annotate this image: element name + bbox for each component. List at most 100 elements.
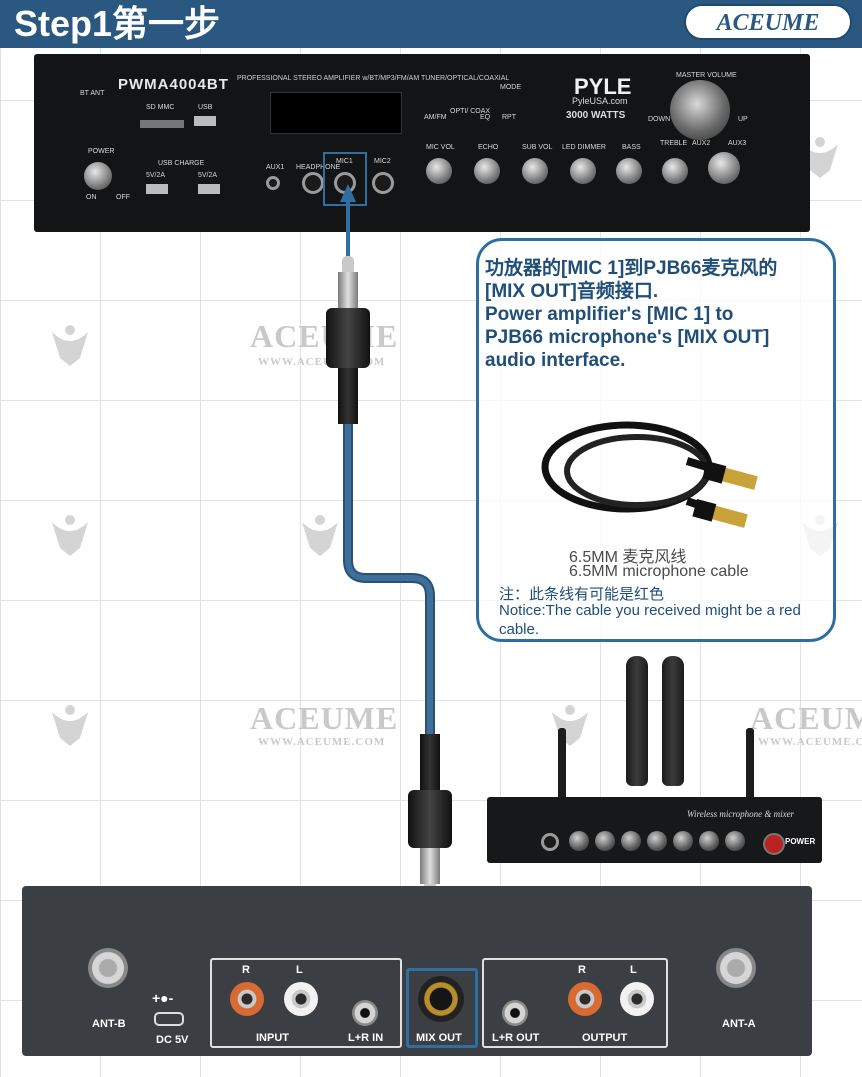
label-sd-mmc: SD MMC bbox=[146, 104, 175, 111]
mixer-knob-music-vol[interactable] bbox=[725, 831, 745, 851]
headphone-jack[interactable] bbox=[302, 172, 324, 194]
label-echo: ECHO bbox=[478, 144, 499, 151]
lr-in-jack[interactable] bbox=[352, 1000, 378, 1026]
label-mix-out: MIX OUT bbox=[416, 1032, 462, 1044]
output-r-jack[interactable] bbox=[568, 982, 602, 1016]
wireless-mic-1 bbox=[626, 656, 648, 786]
input-select-knob[interactable] bbox=[708, 152, 740, 184]
echo-knob[interactable] bbox=[474, 158, 500, 184]
ant-a-connector bbox=[716, 948, 756, 988]
label-output-l: L bbox=[630, 964, 637, 976]
mixer-knob-a[interactable] bbox=[595, 831, 615, 851]
dc-polarity-icon: +●- bbox=[152, 990, 174, 1006]
amplifier-model: PWMA4004BT bbox=[118, 76, 229, 93]
label-mic1: MIC1 bbox=[336, 158, 353, 165]
treble-knob[interactable] bbox=[662, 158, 688, 184]
master-volume-knob[interactable] bbox=[670, 80, 730, 140]
aux1-jack[interactable] bbox=[266, 176, 280, 190]
lr-out-jack[interactable] bbox=[502, 1000, 528, 1026]
callout-line-3: Power amplifier's [MIC 1] to bbox=[485, 304, 734, 325]
watermark-logo-icon bbox=[802, 137, 838, 178]
sd-slot bbox=[140, 120, 184, 128]
mic-vol-knob[interactable] bbox=[426, 158, 452, 184]
label-ant-a: ANT-A bbox=[722, 1018, 756, 1030]
mixer-knob-echo[interactable] bbox=[699, 831, 719, 851]
amplifier-subtitle: PROFESSIONAL STEREO AMPLIFIER w/BT/MP3/F… bbox=[237, 75, 510, 82]
label-rpt: RPT bbox=[502, 114, 516, 121]
label-up: UP bbox=[738, 116, 748, 123]
label-mic2: MIC2 bbox=[374, 158, 391, 165]
led-dimmer-knob[interactable] bbox=[570, 158, 596, 184]
callout-line-4: PJB66 microphone's [MIX OUT] bbox=[485, 327, 770, 348]
label-usb-5v-2: 5V/2A bbox=[198, 172, 218, 179]
callout-line-1: 功放器的[MIC 1]到PJB66麦克风的 bbox=[485, 258, 778, 279]
amplifier-brand: PYLE bbox=[574, 74, 632, 99]
mixer-knob-bass[interactable] bbox=[673, 831, 693, 851]
mix-out-section bbox=[406, 968, 478, 1048]
step-title: Step1第一步 bbox=[14, 3, 221, 44]
label-am-fm: AM/FM bbox=[424, 114, 447, 121]
ant-b-connector bbox=[88, 948, 128, 988]
label-aux1: AUX1 bbox=[266, 164, 285, 171]
cable-label-cn: 6.5MM 麦克风线 bbox=[569, 549, 687, 566]
output-l-jack[interactable] bbox=[620, 982, 654, 1016]
label-master-volume: MASTER VOLUME bbox=[676, 72, 737, 79]
callout-line-5: audio interface. bbox=[485, 350, 626, 371]
mixer-antenna-left bbox=[558, 728, 566, 800]
input-l-jack[interactable] bbox=[284, 982, 318, 1016]
receiver-rear-panel: ANT-B +●- DC 5V R L INPUT L+R IN MIX OUT… bbox=[22, 886, 812, 1056]
amplifier-front-panel: PWMA4004BT PROFESSIONAL STEREO AMPLIFIER… bbox=[34, 54, 810, 232]
watermark-url: WWW.ACEUME.COM bbox=[258, 736, 386, 748]
mixer-front-panel: Wireless microphone & mixer POWER bbox=[487, 797, 822, 863]
label-lr-in: L+R IN bbox=[348, 1032, 384, 1044]
label-aux2: AUX2 bbox=[692, 140, 711, 147]
label-bass: BASS bbox=[622, 144, 641, 151]
label-usb-charge: USB CHARGE bbox=[158, 160, 205, 167]
amplifier-display bbox=[270, 92, 402, 134]
usb-port bbox=[194, 116, 216, 126]
notice-cn: 注：此条线有可能是红色 bbox=[499, 586, 665, 603]
mixer-mic-jack[interactable] bbox=[541, 833, 559, 851]
mixer-knob-mic-vol[interactable] bbox=[569, 831, 589, 851]
brand-logo-text: ACEUME bbox=[716, 10, 820, 36]
label-input-r: R bbox=[242, 964, 250, 976]
label-dc-5v: DC 5V bbox=[156, 1034, 189, 1046]
mixer-knob-treble[interactable] bbox=[647, 831, 667, 851]
mic1-highlight bbox=[323, 152, 367, 206]
amplifier-watts: 3000 WATTS bbox=[566, 110, 626, 121]
input-r-jack[interactable] bbox=[230, 982, 264, 1016]
notice-en: Notice:The cable you received might be a… bbox=[499, 602, 801, 638]
label-input: INPUT bbox=[256, 1032, 289, 1044]
mixer-knob-b[interactable] bbox=[621, 831, 641, 851]
input-section bbox=[210, 958, 402, 1048]
mixer-power-label: POWER bbox=[785, 837, 816, 846]
amplifier-brand-url: PyleUSA.com bbox=[572, 96, 628, 106]
mixer-antenna-right bbox=[746, 728, 754, 800]
output-section bbox=[482, 958, 668, 1048]
label-aux3: AUX3 bbox=[728, 140, 747, 147]
label-usb: USB bbox=[198, 104, 213, 111]
label-down: DOWN bbox=[648, 116, 671, 123]
power-switch[interactable] bbox=[84, 162, 112, 190]
bass-knob[interactable] bbox=[616, 158, 642, 184]
watermark-brand: ACEUME bbox=[250, 318, 399, 354]
watermark-brand: ACEUME bbox=[250, 700, 399, 736]
microphone-cable-image bbox=[541, 421, 758, 528]
label-output-r: R bbox=[578, 964, 586, 976]
mixer-power-button[interactable] bbox=[763, 833, 785, 855]
label-output: OUTPUT bbox=[582, 1032, 628, 1044]
label-bt-ant: BT ANT bbox=[80, 90, 105, 97]
label-lr-out: L+R OUT bbox=[492, 1032, 540, 1044]
label-mic-vol: MIC VOL bbox=[426, 144, 455, 151]
mic2-jack[interactable] bbox=[372, 172, 394, 194]
label-mode: MODE bbox=[500, 84, 521, 91]
watermark-logo-icon bbox=[52, 515, 88, 556]
label-opti-coax: OPTI/ COAX bbox=[450, 108, 491, 115]
sub-vol-knob[interactable] bbox=[522, 158, 548, 184]
watermark-logo-icon bbox=[52, 325, 88, 366]
label-power: POWER bbox=[88, 148, 115, 155]
mix-out-jack[interactable] bbox=[418, 976, 464, 1022]
label-input-l: L bbox=[296, 964, 303, 976]
callout-heading: 功放器的[MIC 1]到PJB66麦克风的 [MIX OUT]音频接口. Pow… bbox=[485, 257, 835, 372]
label-on: ON bbox=[86, 194, 97, 201]
